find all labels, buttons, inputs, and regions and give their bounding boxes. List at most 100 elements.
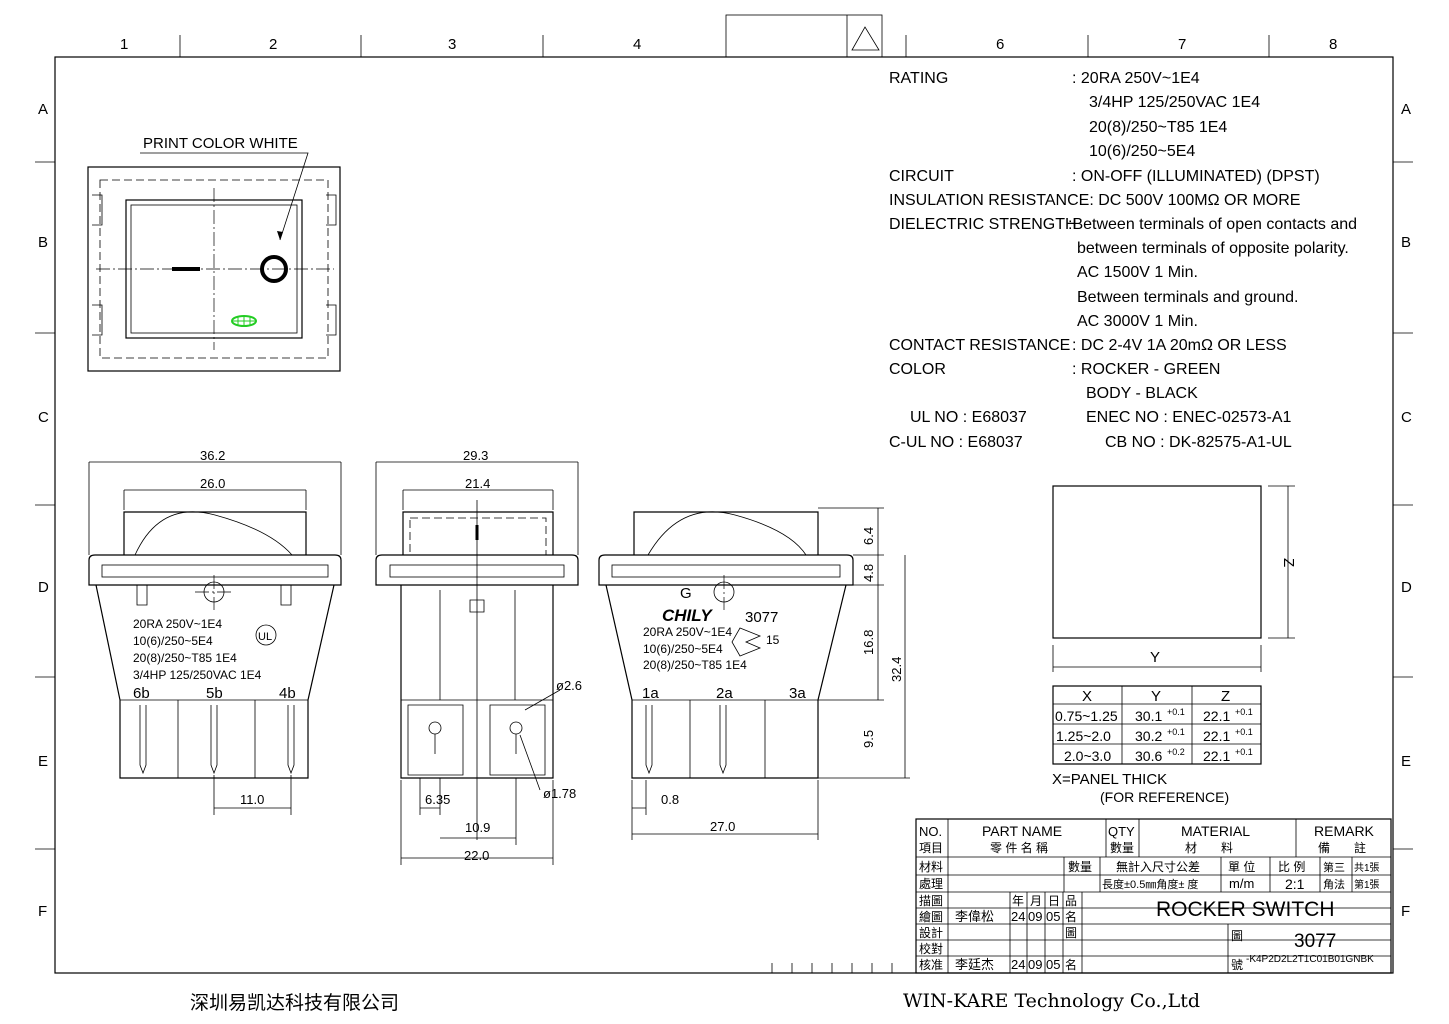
panel-cutout-table-rows-1-2: +0.1 [1167, 727, 1185, 737]
drawing-line [179, 35, 1270, 57]
title-block-r-treat: 處理 [919, 877, 943, 891]
rear-view-dim-thick: 0.8 [661, 792, 679, 807]
drawing-line [136, 585, 292, 606]
title-block-angle-2: 角法 [1323, 877, 1345, 891]
title-block-day: 日 [1048, 894, 1060, 908]
specs-circuit-value: : ON-OFF (ILLUMINATED) (DPST) [1072, 168, 1320, 185]
drawing-line [1052, 485, 1295, 672]
title-block-drawn-date-1: 09 [1028, 909, 1042, 924]
title-block-draw: 描圖 [919, 894, 943, 908]
front-view-marking-0: 20RA 250V~1E4 [133, 617, 222, 631]
drawing-line [947, 819, 1297, 973]
rear-view-dim-h4: 32.4 [889, 657, 904, 682]
side-view-dim-a: 6.35 [425, 792, 450, 807]
rear-view: G CHILY 3077 15 20RA 250V~1E4 10(6)/250~… [598, 507, 910, 840]
drawing-line [139, 705, 295, 775]
panel-cutout-table-rows-1-4: +0.1 [1235, 727, 1253, 737]
drawing-line [277, 231, 283, 240]
grid-rows-4: E [1401, 753, 1411, 770]
drawing-line [375, 554, 579, 586]
title-block-approved-date-0: 24 [1011, 957, 1025, 972]
title-block-year: 年 [1012, 894, 1024, 908]
specs-rating-label: RATING [889, 70, 948, 87]
grid-rows-2: C [1401, 409, 1412, 426]
front-view: 36.2 26.0 20RA 250V~1E4 10(6)/250~5E4 20… [88, 448, 342, 815]
title-block-approved-by: 李廷杰 [955, 957, 994, 972]
specs-color-2: BODY - BLACK [1086, 385, 1198, 402]
company-name-en: WIN-KARE Technology Co.,Ltd [903, 990, 1200, 1012]
rear-view-dim-h2: 4.8 [861, 564, 876, 582]
drawing-line [260, 255, 288, 283]
panel-cutout-table-headers-0: X [1082, 688, 1092, 705]
front-view-marking-2: 20(8)/250~T85 1E4 [133, 651, 237, 665]
title-block-tu: 圖 [1065, 926, 1077, 940]
title-block-ming: 名 [1065, 957, 1077, 972]
drawing-line [632, 699, 818, 778]
drawing-line [916, 856, 1391, 957]
drawing-line [123, 511, 307, 555]
drawing-line [101, 564, 329, 578]
title-block-no: NO. [919, 824, 942, 839]
drawing-line [88, 554, 342, 586]
drawing-line [428, 721, 442, 735]
panel-cutout-table-rows-2-1: 30.6 [1135, 748, 1162, 764]
side-view-dim-c: 22.0 [464, 848, 489, 863]
title-block-qty: QTY [1108, 824, 1135, 839]
rear-view-dim-h5: 9.5 [861, 730, 876, 748]
drawing-line [134, 511, 293, 556]
drawing-line [598, 554, 854, 586]
grid-rows-0: A [1401, 101, 1411, 118]
drawing-line [87, 166, 341, 372]
rear-view-marking-0: 20RA 250V~1E4 [643, 625, 732, 639]
drawing-line [818, 507, 910, 779]
panel-cutout-table-rows-0-0: 0.75~1.25 [1055, 708, 1118, 724]
grid-cols-4: 6 [996, 36, 1004, 53]
title-block-qty-zh: 數量 [1110, 841, 1134, 855]
front-view-marking-1: 10(6)/250~5E4 [133, 634, 213, 648]
front-view-marking-3: 3/4HP 125/250VAC 1E4 [133, 668, 262, 682]
drawing-line [213, 775, 292, 815]
panel-cutout-table-rows-0-1: 30.1 [1135, 708, 1162, 724]
company-name-zh: 深圳易凯达科技有限公司 [190, 992, 399, 1014]
front-view-dim-overall: 36.2 [200, 448, 225, 463]
specs-rating-2: 3/4HP 125/250VAC 1E4 [1089, 94, 1260, 111]
specs-cb: CB NO : DK-82575-A1-UL [1105, 434, 1292, 451]
grid-cols-2: 3 [448, 36, 456, 53]
title-block-check: 校對 [919, 941, 943, 956]
side-view-dim-hole2: ø1.78 [543, 786, 576, 801]
grid-cols-0: 1 [120, 36, 128, 53]
panel-cutout-table-rows-2-0: 2.0~3.0 [1064, 748, 1111, 764]
drawing-line [1052, 485, 1262, 639]
specs-enec: ENEC NO : ENEC-02573-A1 [1086, 409, 1292, 426]
title-block-drawn-by: 李偉松 [955, 909, 994, 924]
grid-rows-0: A [38, 101, 48, 118]
panel-cutout-table-rows-2-3: 22.1 [1203, 748, 1230, 764]
specs-cul: C-UL NO : E68037 [889, 434, 1023, 451]
front-view-dim-rocker: 26.0 [200, 476, 225, 491]
specs-rating-1: : 20RA 250V~1E4 [1072, 70, 1200, 87]
panel-thickness-table: X Y Z 0.75~1.25 30.1 +0.1 22.1 +0.1 1.25… [1052, 685, 1262, 765]
rear-view-marking-1: 10(6)/250~5E4 [643, 642, 723, 656]
top-view: PRINT COLOR WHITE [87, 135, 341, 372]
grid-cols-6: 8 [1329, 36, 1337, 53]
panel-cutout-table-rows-0-4: +0.1 [1235, 707, 1253, 717]
title-block-remark: REMARK [1314, 823, 1375, 839]
grid-rows-1: B [1401, 234, 1411, 251]
panel-cutout-table-headers-1: Y [1151, 688, 1161, 705]
brand-logo: CHILY [662, 606, 713, 625]
title-block-month: 月 [1030, 894, 1042, 908]
title-block-part-name-zh: 零 件 名 稱 [990, 840, 1048, 855]
drawing-line [375, 461, 579, 555]
title-block-sheets-2: 第1張 [1354, 878, 1380, 891]
drawing-line [401, 500, 553, 840]
title-block-tol-title: 無計入尺寸公差 [1116, 859, 1200, 874]
specs-dielectric-1: :Between terminals of open contacts and [1068, 216, 1357, 233]
specs-rating-4: 10(6)/250~5E4 [1089, 143, 1195, 160]
specs-dielectric-5: AC 3000V 1 Min. [1077, 313, 1198, 330]
panel-cutout-table-rows-2-2: +0.2 [1167, 747, 1185, 757]
panel-cutout: Y Z X Y Z 0.75~1.25 30.1 +0.1 22.1 +0.1 … [1052, 485, 1297, 805]
rear-view-dim-h1: 6.4 [861, 527, 876, 545]
drawing-line [89, 461, 341, 491]
title-block-drawn-date-0: 24 [1011, 909, 1025, 924]
